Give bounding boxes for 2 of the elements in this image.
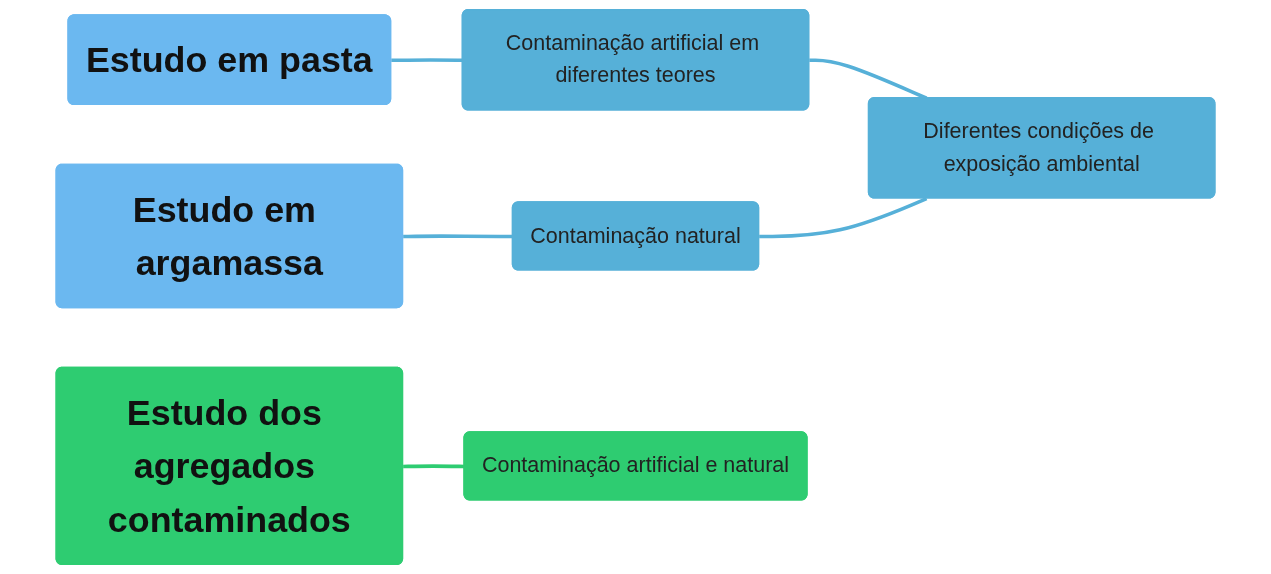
- connector: [403, 234, 513, 239]
- connector: [391, 58, 463, 63]
